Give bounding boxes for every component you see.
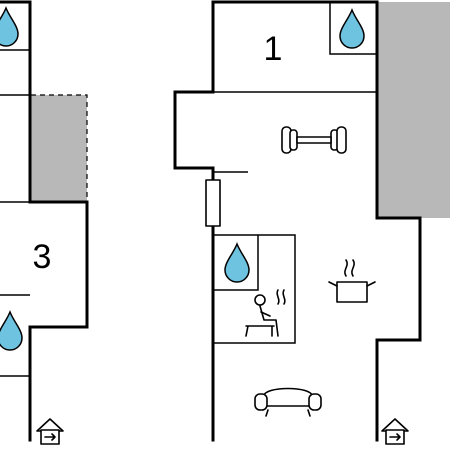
room-number-3: 3	[33, 238, 52, 276]
left-floor: 3	[0, 0, 89, 445]
left-outer-wall	[0, 0, 89, 442]
water-drop-icon	[339, 7, 365, 49]
sofa-icon	[254, 387, 322, 417]
entrance-house-icon	[381, 418, 409, 445]
dumbbell-icon	[281, 126, 347, 154]
left-terrace	[31, 95, 87, 202]
left-terrace-outline	[31, 94, 88, 202]
right-terrace	[377, 2, 450, 218]
water-drop-icon	[0, 309, 23, 351]
sauna-icon	[245, 289, 286, 337]
bedroom-1-bath	[329, 2, 377, 55]
water-drop-icon	[0, 5, 19, 47]
cabinet	[205, 179, 221, 227]
entrance-house-icon	[36, 418, 64, 445]
stair-door	[212, 168, 248, 173]
right-floor: 1	[173, 0, 450, 445]
bath-divider	[213, 235, 259, 291]
water-drop-icon	[224, 241, 250, 283]
cooking-pot-icon	[328, 259, 376, 303]
room-number-1: 1	[264, 30, 283, 68]
sauna-partition	[213, 234, 296, 344]
right-outer-wall	[173, 0, 422, 442]
